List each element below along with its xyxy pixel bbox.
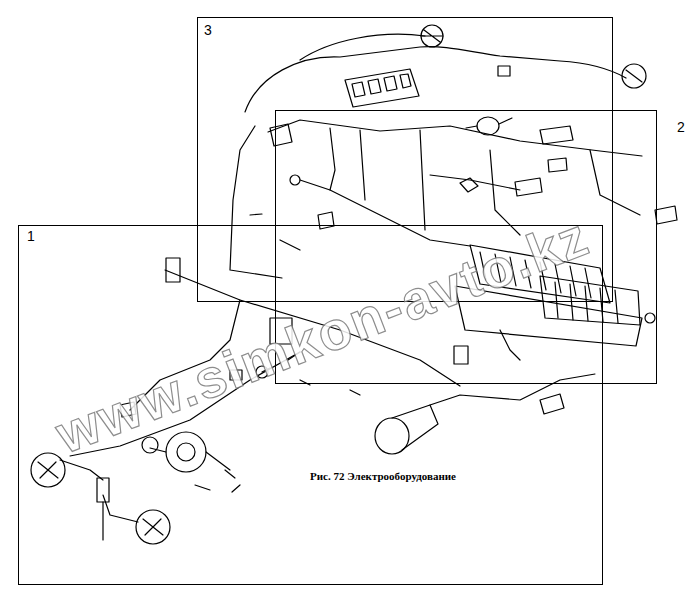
figure-caption: Рис. 72 Электрооборудование (308, 470, 458, 482)
region-number: 3 (202, 22, 214, 38)
region-number: 1 (25, 228, 37, 244)
region-number: 2 (675, 119, 687, 135)
